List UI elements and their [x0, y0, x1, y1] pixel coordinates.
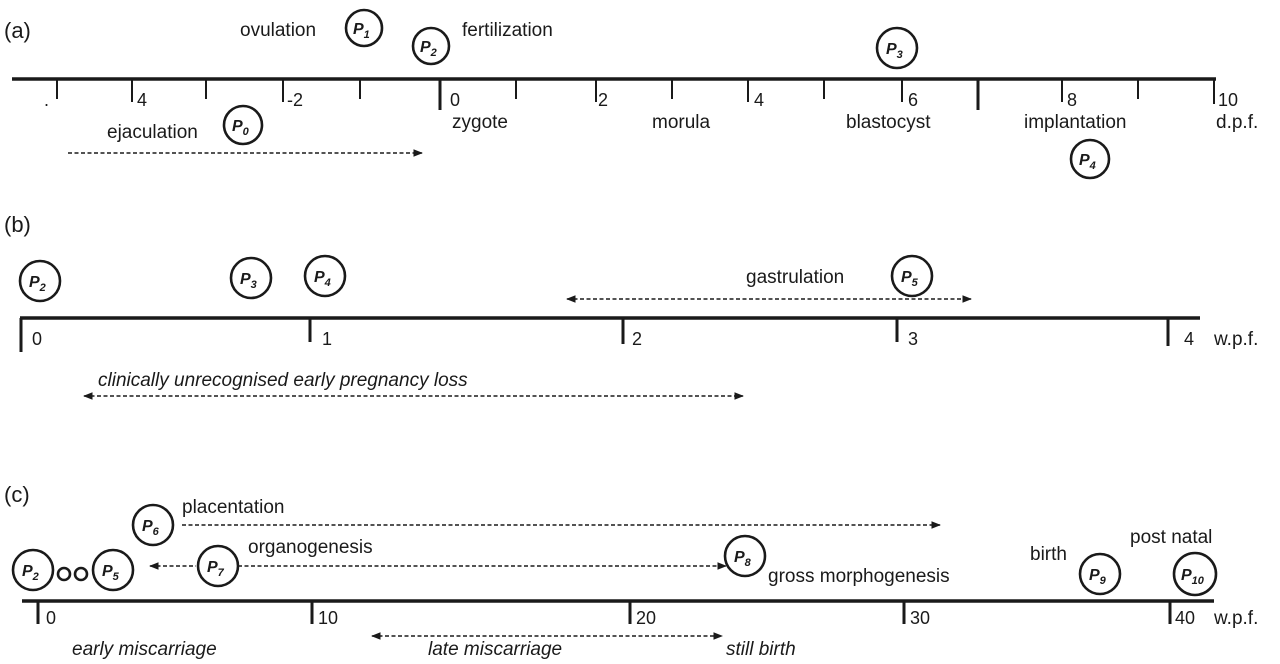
svg-text:P0: P0: [232, 118, 250, 138]
tick-label: 4: [754, 90, 764, 110]
svg-text:P5: P5: [901, 269, 919, 289]
phase-marker-p2: P2: [18, 259, 62, 303]
tick-label: 2: [598, 90, 608, 110]
panel-c: (c) 0 10 20 30 40 w.p.f. placentation or…: [4, 482, 1258, 660]
post-natal-label: post natal: [1130, 527, 1212, 548]
zygote-label: zygote: [452, 112, 508, 133]
panel-b-label: (b): [4, 212, 31, 237]
phase-marker-p2: P2: [11, 548, 55, 592]
fertilization-label: fertilization: [462, 20, 553, 41]
phase-marker-p6: P6: [131, 503, 175, 547]
svg-text:P2: P2: [22, 563, 39, 583]
phase-marker-p7: P7: [196, 544, 240, 588]
phase-marker-p5: P5: [91, 548, 135, 592]
early-miscarriage-label: early miscarriage: [72, 639, 217, 660]
svg-text:P6: P6: [142, 518, 160, 538]
svg-text:P10: P10: [1181, 567, 1205, 587]
panel-a: (a) . 4 -2 0 2 4 6 8 10 ovulati: [4, 8, 1258, 180]
late-miscarriage-label: late miscarriage: [428, 639, 562, 660]
unit-label: d.p.f.: [1216, 112, 1258, 133]
morula-label: morula: [652, 112, 711, 133]
phase-marker-p2: P2: [411, 26, 451, 66]
svg-text:P2: P2: [420, 39, 437, 59]
tick-label: 0: [32, 329, 42, 349]
svg-text:P5: P5: [102, 563, 120, 583]
early-loss-label: clinically unrecognised early pregnancy …: [98, 370, 468, 391]
tick-label: 40: [1175, 608, 1195, 628]
gastrulation-label: gastrulation: [746, 267, 844, 288]
blastocyst-label: blastocyst: [846, 112, 931, 133]
phase-marker-p4: P4: [303, 254, 347, 298]
svg-text:P3: P3: [240, 271, 257, 291]
svg-text:P8: P8: [734, 549, 752, 569]
tick-label: 0: [46, 608, 56, 628]
panel-a-label: (a): [4, 18, 31, 43]
tick-label: 2: [632, 329, 642, 349]
svg-text:P3: P3: [886, 41, 903, 61]
still-birth-label: still birth: [726, 639, 796, 660]
tick-label: 10: [1218, 90, 1238, 110]
unit-label: w.p.f.: [1213, 329, 1258, 350]
tick-label: 0: [450, 90, 460, 110]
panel-a-ticks: [56, 79, 1215, 110]
phase-marker-p4: P4: [1069, 138, 1111, 180]
phase-marker-p8: P8: [723, 534, 767, 578]
panel-b-ticks: [19, 318, 1170, 352]
svg-text:P2: P2: [29, 274, 46, 294]
phase-marker-p0: P0: [222, 104, 264, 146]
svg-text:P7: P7: [207, 559, 225, 579]
tick-label: 30: [910, 608, 930, 628]
tick-label: 4: [1184, 329, 1194, 349]
svg-text:P4: P4: [1079, 152, 1096, 172]
svg-text:P9: P9: [1089, 567, 1107, 587]
tick-label: .: [44, 90, 49, 110]
tick-label: 1: [322, 329, 332, 349]
tick-label: 4: [137, 90, 147, 110]
svg-text:P1: P1: [353, 21, 370, 41]
gross-morphogenesis-label: gross morphogenesis: [768, 566, 950, 587]
phase-marker-p5: P5: [890, 254, 934, 298]
ovulation-label: ovulation: [240, 20, 316, 41]
ellipsis-dot: [56, 566, 72, 582]
phase-marker-p9: P9: [1078, 552, 1122, 596]
tick-label: -2: [287, 90, 303, 110]
unit-label: w.p.f.: [1213, 608, 1258, 629]
panel-b: (b) 0 1 2 3 4 w.p.f. gastrulation clinic…: [4, 212, 1258, 400]
tick-label: 8: [1067, 90, 1077, 110]
phase-marker-p3: P3: [229, 256, 273, 300]
phase-marker-p1: P1: [344, 8, 384, 48]
implantation-label: implantation: [1024, 112, 1126, 133]
ejaculation-label: ejaculation: [107, 122, 198, 143]
placentation-label: placentation: [182, 497, 284, 518]
tick-label: 20: [636, 608, 656, 628]
tick-label: 6: [908, 90, 918, 110]
phase-marker-p3: P3: [875, 26, 919, 70]
ellipsis-dot: [73, 566, 89, 582]
tick-label: 10: [318, 608, 338, 628]
tick-label: 3: [908, 329, 918, 349]
phase-marker-p10: P10: [1172, 551, 1218, 597]
birth-label: birth: [1030, 544, 1067, 565]
organogenesis-label: organogenesis: [248, 537, 373, 558]
panel-c-ticks: [36, 601, 1172, 624]
svg-text:P4: P4: [314, 269, 331, 289]
panel-c-label: (c): [4, 482, 30, 507]
